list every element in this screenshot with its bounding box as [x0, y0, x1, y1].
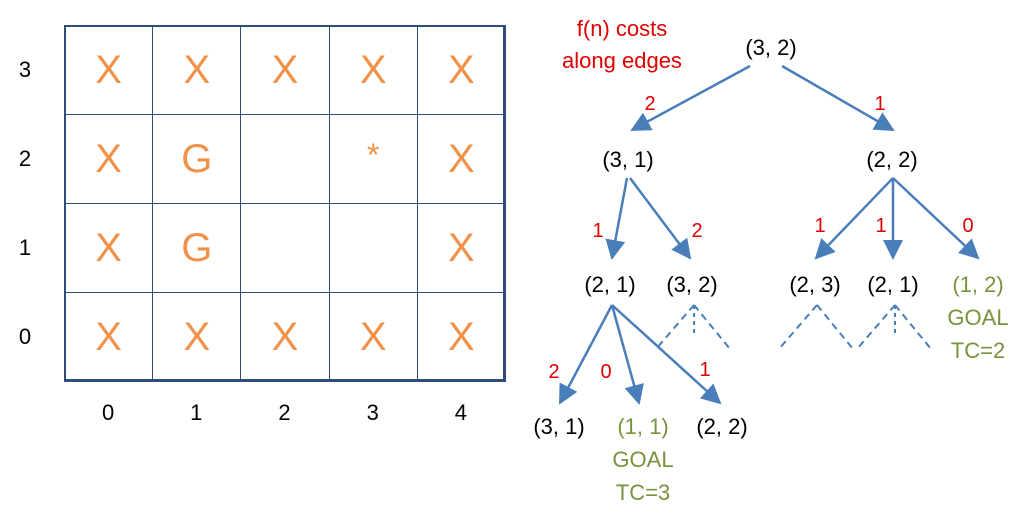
tree-node-label: (3, 1) — [533, 414, 584, 439]
tree-edge — [630, 64, 751, 132]
tree-edge — [605, 177, 629, 260]
edge-cost-label: 0 — [962, 215, 973, 237]
column-label: 2 — [278, 400, 291, 425]
column-label: 4 — [454, 400, 468, 425]
tree-edge — [611, 304, 722, 405]
edge-cost-label: 1 — [699, 359, 710, 381]
tree-node-label: (2, 2) — [696, 414, 747, 439]
tree-node-label: (2, 3) — [789, 272, 840, 297]
grid-cell: X — [240, 25, 330, 115]
tree-node-label: (2, 2) — [866, 147, 917, 172]
column-label: 1 — [190, 400, 203, 425]
grid-cell: X — [328, 292, 418, 382]
tree-edge — [558, 304, 614, 405]
edge-cost-label: 1 — [874, 93, 885, 115]
edge-cost-label: 2 — [644, 93, 655, 115]
tree-edge — [781, 64, 895, 132]
tree-caption-line-2: along edges — [562, 48, 682, 73]
tree-node-label: (2, 1) — [867, 272, 918, 297]
unexpanded-subtree — [856, 304, 932, 350]
tree-edge — [814, 177, 894, 260]
edge-cost-label: 2 — [548, 361, 559, 383]
tree-caption-line-1: f(n) costs — [577, 16, 667, 41]
row-label: 3 — [18, 56, 32, 82]
goal-marker: GOAL — [612, 447, 673, 472]
unexpanded-subtree — [778, 304, 854, 350]
edge-cost-label: 2 — [691, 220, 702, 242]
edge-cost-label: 1 — [814, 215, 825, 237]
tree-node-label: (3, 1) — [602, 147, 653, 172]
row-label: 2 — [18, 145, 32, 171]
goal-marker: GOAL — [947, 305, 1008, 330]
grid-cell: X — [64, 114, 154, 204]
tree-nodes: (3, 2) (3, 1) (2, 2) (2, 1) (3, 2) (2, 3) (2, … — [533, 35, 1008, 505]
goal-node-label: (1, 1) — [617, 414, 668, 439]
edge-cost-label: 1 — [592, 220, 603, 242]
tree-node-label: (2, 1) — [584, 272, 635, 297]
unexpanded-subtree — [655, 304, 731, 350]
row-label: 0 — [18, 323, 32, 349]
row-label: 1 — [18, 234, 32, 260]
column-label: 0 — [101, 400, 115, 425]
tree-node-label: (3, 2) — [745, 35, 796, 60]
grid-cell: G — [152, 114, 242, 204]
grid-cell: X — [416, 114, 506, 204]
total-cost-label: TC=2 — [951, 338, 1005, 363]
tree-edge — [892, 177, 980, 260]
tree-edges: 2 1 1 2 1 1 0 2 0 1 — [548, 64, 980, 405]
tree-edge — [610, 304, 644, 405]
edge-cost-label: 0 — [600, 361, 611, 383]
edge-cost-label: 1 — [875, 215, 886, 237]
column-label: 3 — [366, 400, 379, 425]
goal-node-label: (1, 2) — [952, 272, 1003, 297]
grid-cell: X — [416, 292, 506, 382]
total-cost-label: TC=3 — [616, 480, 670, 505]
tree-node-label: (3, 2) — [666, 272, 717, 297]
grid-cell: X — [152, 292, 242, 382]
tree-edge — [629, 177, 692, 260]
